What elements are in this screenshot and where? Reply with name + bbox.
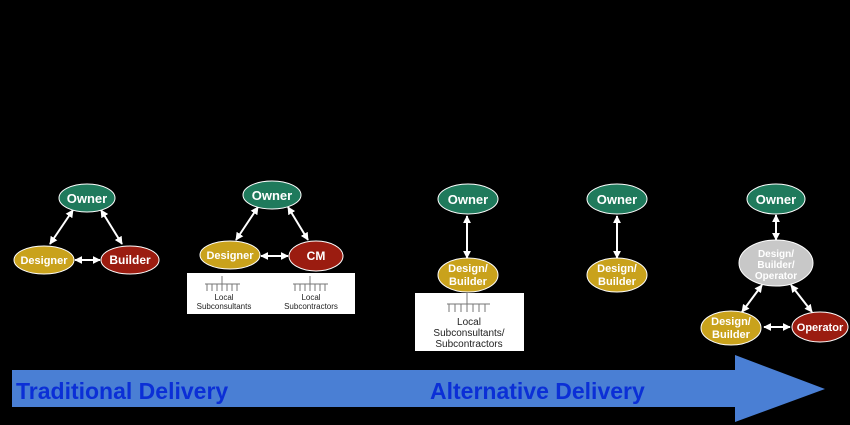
owner-node: [586, 183, 648, 215]
sub-left-line-2: Subconsultants: [197, 302, 252, 311]
owner-designer-connector: [49, 209, 74, 245]
sub-tree: [447, 293, 490, 312]
sub-line-2: Subconsultants/: [433, 328, 504, 339]
owner-label: Owner: [67, 191, 107, 206]
sub-line-1: Local: [457, 317, 481, 328]
owner-node: [58, 183, 116, 213]
builder-label: Builder: [109, 253, 151, 267]
traditional-delivery-label: Traditional Delivery: [16, 378, 228, 404]
owner-node: [242, 180, 302, 210]
sub-left-line-1: Local: [214, 293, 233, 302]
dbo-operator-connector: [790, 284, 813, 313]
db-label-line-1: Design/: [597, 263, 637, 275]
db-label-line-1: Design/: [711, 316, 751, 328]
sub-line-3: Subcontractors: [435, 339, 502, 350]
designer-label: Designer: [206, 250, 254, 262]
dbo-label-line-2: Builder/: [757, 260, 794, 271]
operator-node: [791, 311, 849, 343]
owner-node: [437, 183, 499, 215]
db-label-line-1: Design/: [448, 263, 488, 275]
builder-node: [100, 245, 160, 275]
design-builder-node: [586, 257, 648, 293]
subcontract-box: [415, 293, 524, 351]
subcontractor-tree: [293, 276, 328, 291]
db-label-line-2: Builder: [449, 276, 488, 288]
model-cm: Local Subconsultants Local Subcontractor…: [187, 180, 355, 314]
subconsultant-tree: [205, 276, 240, 291]
design-builder-node: [700, 310, 762, 346]
owner-node: [746, 183, 806, 215]
subcontract-box: [187, 273, 355, 314]
model-design-build: Owner Design/ Builder: [586, 183, 648, 293]
owner-cm-connector: [287, 206, 309, 241]
owner-label: Owner: [448, 192, 488, 207]
banner-arrow-shape: [12, 355, 825, 422]
cm-node: [288, 240, 344, 272]
dbo-db-connector: [741, 284, 763, 313]
model-traditional: Owner Designer Builder: [13, 183, 160, 275]
owner-label: Owner: [756, 192, 796, 207]
db-label-line-2: Builder: [598, 276, 637, 288]
db-label-line-2: Builder: [712, 329, 751, 341]
owner-label: Owner: [597, 192, 637, 207]
designer-node: [199, 240, 261, 270]
model-dbo: Owner Design/ Builder/ Operator Design/ …: [700, 183, 849, 346]
dbo-label-line-1: Design/: [758, 249, 794, 260]
designer-label: Designer: [20, 255, 68, 267]
delivery-spectrum-arrow: Traditional Delivery Alternative Deliver…: [12, 355, 825, 422]
operator-label: Operator: [797, 322, 844, 334]
dbo-label-line-3: Operator: [755, 271, 797, 282]
owner-label: Owner: [252, 188, 292, 203]
dbo-node: [738, 239, 814, 287]
owner-designer-connector: [235, 206, 259, 241]
sub-right-line-1: Local: [301, 293, 320, 302]
sub-right-line-2: Subcontractors: [284, 302, 338, 311]
design-builder-node: [437, 257, 499, 293]
owner-builder-connector: [100, 209, 123, 245]
alternative-delivery-label: Alternative Delivery: [430, 378, 645, 404]
model-design-build-subs: Local Subconsultants/ Subcontractors Own…: [415, 183, 524, 351]
designer-node: [13, 245, 75, 275]
cm-label: CM: [307, 249, 326, 263]
